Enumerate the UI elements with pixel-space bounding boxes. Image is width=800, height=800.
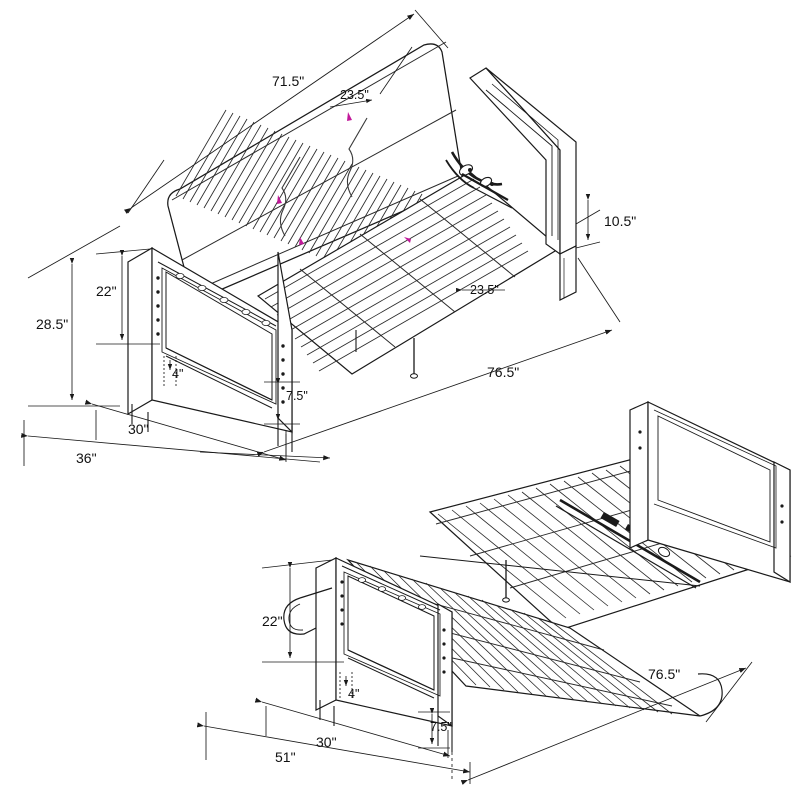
dim-seat-width: 30": [128, 421, 149, 437]
dim-bed-deck-height: 7.5": [430, 720, 452, 734]
sofa-dimension-lines: [21, 9, 621, 466]
bed-front-arm: [283, 557, 453, 752]
dim-back-depth: 23.5": [340, 88, 369, 102]
dim-leg-inset: 4": [172, 367, 183, 381]
dim-deck-height: 7.5": [286, 389, 308, 403]
dim-overall-depth: 36": [76, 450, 97, 466]
dim-back-width: 71.5": [272, 73, 304, 89]
dim-arm-height: 10.5": [604, 213, 636, 229]
dim-total-height: 28.5": [36, 316, 68, 332]
dim-bed-depth: 51": [275, 749, 296, 765]
dim-bed-leg-inset: 4": [348, 687, 359, 701]
bed-rear-arm: [629, 401, 791, 584]
bed-position-illustration: 22" 4" 7.5" 30" 51" 76.5": [196, 401, 792, 785]
hinge-mechanism: [445, 151, 513, 209]
dim-arm-top: 22": [96, 283, 117, 299]
bed-dimension-lines: [196, 559, 753, 785]
dim-bed-arm-top: 22": [262, 613, 283, 629]
dim-bed-length: 76.5": [648, 666, 680, 682]
dim-bed-width: 30": [316, 734, 337, 750]
right-arm-assembly: [469, 67, 577, 301]
sofa-position-illustration: 71.5" 23.5" 23.5" 10.5" 76.5" 28.5" 22" …: [21, 9, 636, 466]
bed-support-leg: [502, 560, 510, 603]
dim-overall-length: 76.5": [487, 364, 519, 380]
dim-seat-depth: 23.5": [470, 283, 499, 297]
